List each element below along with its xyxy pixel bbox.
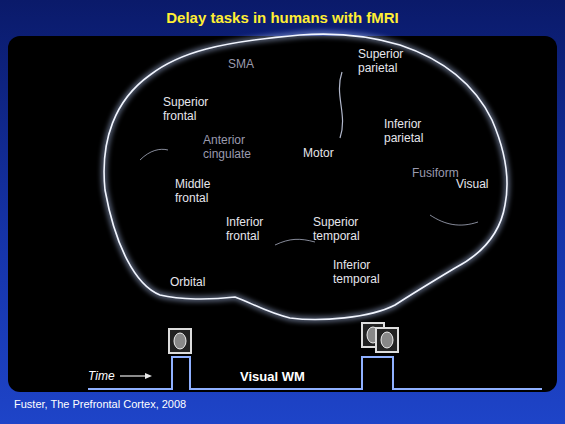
region-label: Fusiform	[412, 166, 459, 180]
region-label: Motor	[303, 146, 334, 160]
region-label: SMA	[228, 57, 254, 71]
condition-label: Visual WM	[240, 369, 305, 384]
region-label: Inferior temporal	[333, 258, 395, 286]
region-label: Anterior cingulate	[203, 133, 267, 161]
region-label: Superior parietal	[358, 47, 412, 75]
slide-title: Delay tasks in humans with fMRI	[0, 9, 565, 27]
region-label: Inferior parietal	[384, 117, 438, 145]
region-label: Orbital	[170, 275, 205, 289]
stimulus-icons	[169, 323, 398, 353]
timeline	[88, 357, 542, 389]
region-label: Visual	[456, 177, 488, 191]
citation-caption: Fuster, The Prefrontal Cortex, 2008	[14, 398, 186, 411]
region-label: Superior frontal	[163, 95, 221, 123]
brain-outline	[104, 34, 507, 319]
region-label: Inferior frontal	[226, 215, 278, 243]
axis-label: Time	[88, 369, 115, 383]
region-label: Superior temporal	[313, 215, 375, 243]
region-label: Middle frontal	[175, 177, 227, 205]
